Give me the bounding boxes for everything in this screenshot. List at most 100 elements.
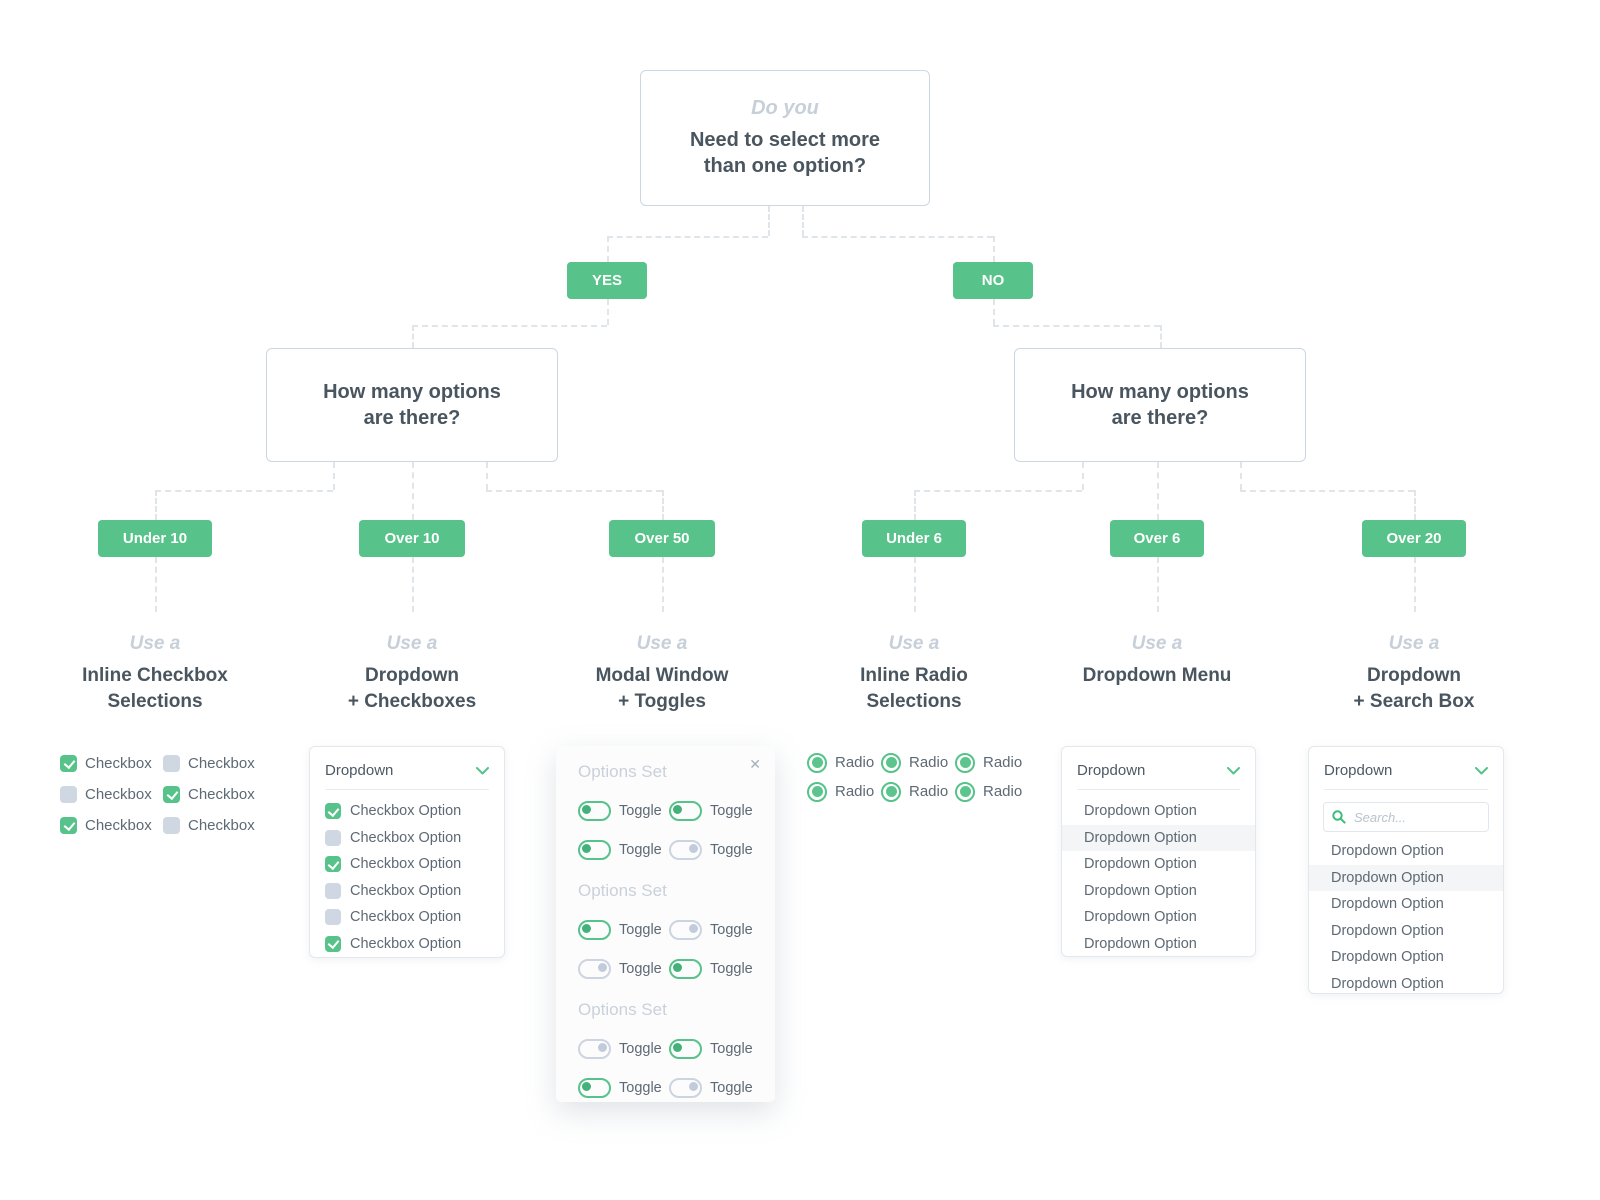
dropdown-option[interactable]: Dropdown Option [1084,882,1197,899]
checkbox-option-row[interactable]: Checkbox Option [310,851,504,878]
connector [993,236,995,262]
checkbox[interactable] [325,829,341,846]
checkbox-item[interactable]: Checkbox [60,755,163,772]
dropdown-option[interactable]: Dropdown Option [1331,843,1444,860]
toggle-label: Toggle [710,1041,753,1057]
checkbox[interactable] [60,786,77,803]
toggle-item[interactable]: Toggle [578,1039,669,1059]
toggle[interactable] [669,1039,702,1059]
toggle[interactable] [578,840,611,860]
toggle-label: Toggle [619,961,662,977]
toggle[interactable] [578,1078,611,1098]
radio-button[interactable] [807,752,827,773]
question-box-right: How many options are there? [1014,348,1306,462]
toggle[interactable] [669,920,702,940]
connector [486,462,488,490]
checkbox[interactable] [163,817,180,834]
toggle[interactable] [578,1039,611,1059]
dropdown-option[interactable]: Dropdown Option [1084,856,1197,873]
radio-item[interactable]: Radio [955,752,1029,773]
toggle-item[interactable]: Toggle [578,1078,669,1098]
toggle-label: Toggle [710,922,753,938]
dropdown-option[interactable]: Dropdown Option [1084,909,1197,926]
radio-item[interactable]: Radio [807,781,881,802]
column-title-dropdown-menu: Dropdown Menu [1082,665,1232,686]
dropdown-option[interactable]: Dropdown Option [1309,864,1503,891]
checkbox[interactable] [325,856,341,873]
toggle-item[interactable]: Toggle [578,920,669,940]
connector [1240,462,1242,490]
dropdown-option[interactable]: Dropdown Option [1331,922,1444,939]
toggle-item[interactable]: Toggle [669,840,760,860]
checkbox-item[interactable]: Checkbox [60,817,163,834]
dropdown-option[interactable]: Dropdown Option [1084,803,1197,820]
checkbox[interactable] [325,909,341,926]
toggle[interactable] [578,801,611,821]
dropdown-option[interactable]: Dropdown Option [1331,896,1444,913]
radio-button[interactable] [955,752,975,773]
radio-button[interactable] [955,781,975,802]
toggle[interactable] [669,801,702,821]
dropdown-header[interactable]: Dropdown [1309,747,1503,779]
checkbox-option-row[interactable]: Checkbox Option [310,825,504,852]
checkbox-item[interactable]: Checkbox [163,755,266,772]
connector [412,325,607,327]
radio-button[interactable] [881,752,901,773]
checkbox-option-row[interactable]: Checkbox Option [310,798,504,825]
toggle-item[interactable]: Toggle [669,959,760,979]
radio-item[interactable]: Radio [881,781,955,802]
dropdown-header-label: Dropdown [325,762,394,779]
checkbox[interactable] [325,935,341,952]
checkbox[interactable] [60,817,77,834]
toggle-item[interactable]: Toggle [669,1039,760,1059]
radio-button[interactable] [881,781,901,802]
toggle[interactable] [669,840,702,860]
toggle[interactable] [578,920,611,940]
checkbox[interactable] [60,755,77,772]
chip-over-6: Over 6 [1110,520,1204,557]
dropdown-search-card: Dropdown Dropdown Option Dropdown Option… [1308,746,1504,994]
question-box-left: How many options are there? [266,348,558,462]
toggle-item[interactable]: Toggle [669,1078,760,1098]
dropdown-header[interactable]: Dropdown [310,747,504,779]
toggle-item[interactable]: Toggle [578,959,669,979]
dropdown-header-label: Dropdown [1324,762,1393,779]
checkbox[interactable] [163,786,180,803]
dropdown-header[interactable]: Dropdown [1062,747,1255,779]
close-icon[interactable]: ✕ [749,756,761,772]
checkbox-option-row[interactable]: Checkbox Option [310,878,504,905]
dropdown-option[interactable]: Dropdown Option [1084,935,1197,952]
toggle-item[interactable]: Toggle [578,840,669,860]
checkbox-item[interactable]: Checkbox [60,786,163,803]
checkbox[interactable] [163,755,180,772]
toggle[interactable] [578,959,611,979]
checkbox-item[interactable]: Checkbox [163,817,266,834]
options-set-title: Options Set [578,762,667,781]
connector [914,490,916,520]
toggle-item[interactable]: Toggle [669,801,760,821]
radio-item[interactable]: Radio [807,752,881,773]
chevron-down-icon [1227,766,1240,774]
checkbox[interactable] [325,882,341,899]
toggle-item[interactable]: Toggle [669,920,760,940]
dropdown-option[interactable]: Dropdown Option [1062,824,1255,851]
radio-label: Radio [983,754,1023,771]
chip-over-10: Over 10 [359,520,465,557]
radio-item[interactable]: Radio [881,752,955,773]
dropdown-option[interactable]: Dropdown Option [1331,975,1444,992]
search-input[interactable] [1323,802,1489,832]
toggle-item[interactable]: Toggle [578,801,669,821]
connector [1157,557,1159,612]
radio-item[interactable]: Radio [955,781,1029,802]
checkbox-item[interactable]: Checkbox [163,786,266,803]
toggle[interactable] [669,959,702,979]
checkbox[interactable] [325,803,341,820]
toggle[interactable] [669,1078,702,1098]
checkbox-option-row[interactable]: Checkbox Option [310,931,504,958]
toggle-label: Toggle [619,803,662,819]
checkbox-option-label: Checkbox Option [350,935,462,952]
radio-button[interactable] [807,781,827,802]
checkbox-option-row[interactable]: Checkbox Option [310,904,504,931]
connector [914,557,916,612]
dropdown-option[interactable]: Dropdown Option [1331,949,1444,966]
